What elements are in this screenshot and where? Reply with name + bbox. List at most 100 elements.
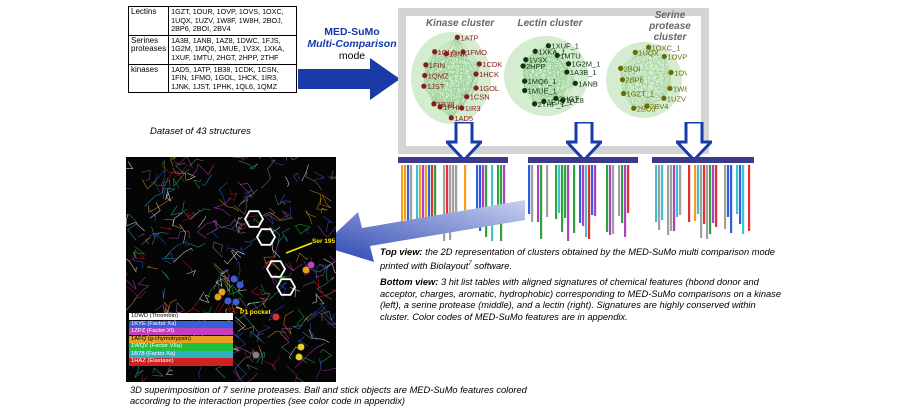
ser195-pointer bbox=[285, 242, 313, 254]
protein-backbone-wire bbox=[164, 219, 182, 229]
protein-backbone-wire bbox=[188, 242, 206, 248]
protein-backbone-wire bbox=[268, 226, 280, 245]
hit-table-column bbox=[561, 165, 564, 232]
protein-backbone-wire bbox=[142, 179, 157, 190]
cluster-edge bbox=[648, 47, 665, 57]
protein-backbone-wire bbox=[198, 364, 202, 378]
cluster-node bbox=[423, 62, 429, 68]
protein-backbone-wire bbox=[151, 226, 156, 245]
protein-backbone-wire bbox=[203, 306, 212, 314]
codes-cell: 1GZT, 1OUR, 1OVP, 1OVS, 1OXC, 1UQX, 1UZV… bbox=[168, 6, 297, 36]
hit-table-column bbox=[730, 165, 733, 233]
protein-backbone-wire bbox=[263, 246, 275, 266]
cluster-node-label: 1IR3 bbox=[465, 104, 481, 113]
protein-backbone-wire bbox=[168, 230, 190, 239]
cluster-edge bbox=[522, 65, 576, 84]
ligand-ring bbox=[265, 260, 287, 278]
protein-backbone-wire bbox=[257, 345, 263, 358]
cluster-edge bbox=[433, 51, 464, 104]
hit-table-column bbox=[612, 165, 615, 234]
hit-table-column bbox=[452, 165, 455, 223]
protein-backbone-wire bbox=[147, 196, 174, 213]
cluster-node-label: 2BP6 bbox=[625, 76, 643, 85]
hit-table-column bbox=[473, 165, 476, 234]
hit-table-column bbox=[491, 165, 494, 241]
protein-backbone-wire bbox=[284, 376, 306, 405]
cluster-edge bbox=[424, 51, 464, 76]
cluster-edge bbox=[434, 51, 441, 107]
protein-backbone-wire bbox=[161, 160, 166, 173]
hit-table-column bbox=[724, 165, 727, 229]
protein-backbone-wire bbox=[263, 214, 274, 225]
protein-backbone-wire bbox=[261, 159, 276, 189]
lectin-cluster-title: Lectin cluster bbox=[517, 18, 583, 29]
cluster-node-label: 1GZT_1 bbox=[627, 89, 655, 98]
cluster-node bbox=[460, 49, 466, 55]
hit-table-column bbox=[467, 165, 470, 218]
feature-ball bbox=[302, 266, 310, 274]
cluster-edge bbox=[620, 68, 634, 109]
cluster-node-label: 1B38 bbox=[437, 100, 455, 109]
view3d-caption: 3D superimposition of 7 serine proteases… bbox=[130, 385, 527, 406]
cluster-node-label: 1G2M_1 bbox=[572, 60, 601, 69]
hit-table-column bbox=[407, 165, 410, 233]
protein-backbone-wire bbox=[215, 365, 226, 379]
protein-backbone-wire bbox=[226, 247, 239, 251]
protein-backbone-wire bbox=[241, 149, 251, 162]
cluster-edge bbox=[433, 103, 452, 119]
cluster-edge bbox=[451, 37, 458, 118]
hit-table-column bbox=[470, 165, 473, 228]
protein-backbone-wire bbox=[292, 316, 308, 329]
cluster-edge bbox=[451, 73, 477, 118]
cluster-node-label: 2BV4 bbox=[650, 102, 668, 111]
protein-backbone-wire bbox=[331, 282, 348, 291]
hit-table-column bbox=[609, 165, 612, 235]
protein-backbone-wire bbox=[271, 241, 281, 258]
cluster-edge bbox=[535, 51, 558, 56]
protein-backbone-wire bbox=[316, 276, 335, 294]
hit-table-column bbox=[419, 165, 422, 229]
hit-table-column bbox=[503, 165, 506, 217]
protein-backbone-wire bbox=[256, 324, 271, 344]
cluster-edge bbox=[462, 51, 477, 89]
hit-table-column bbox=[549, 165, 552, 239]
protein-backbone-wire bbox=[316, 197, 328, 214]
legend-entry: 1HAZ (Elastase) bbox=[129, 358, 233, 366]
hit-table-column bbox=[449, 165, 452, 240]
protein-backbone-wire bbox=[179, 224, 186, 243]
top-view-paragraph: Top view: the 2D representation of clust… bbox=[380, 247, 775, 271]
cluster-node bbox=[646, 44, 652, 50]
cluster-edge bbox=[446, 53, 480, 65]
hit-table-column bbox=[679, 165, 682, 215]
cluster-edge bbox=[646, 98, 664, 107]
cluster-edge bbox=[525, 55, 558, 60]
protein-backbone-wire bbox=[173, 248, 193, 263]
cluster-edge bbox=[446, 51, 464, 54]
protein-backbone-wire bbox=[149, 202, 161, 219]
protein-backbone-wire bbox=[228, 291, 243, 298]
lectin-hit-list-table bbox=[652, 157, 754, 242]
hit-table-column bbox=[534, 165, 537, 227]
protein-backbone-wire bbox=[271, 226, 281, 233]
protein-backbone-wire bbox=[235, 320, 255, 332]
protein-backbone-wire bbox=[207, 278, 235, 300]
hit-table-column bbox=[682, 165, 685, 227]
hit-table-column bbox=[425, 165, 428, 218]
legend-entry: 1KYE (Factor Xa) bbox=[129, 320, 233, 328]
protein-backbone-wire bbox=[124, 272, 137, 290]
protein-backbone-wire bbox=[244, 349, 254, 363]
cluster-edge bbox=[633, 52, 636, 109]
cluster-edge bbox=[425, 37, 458, 66]
protein-backbone-wire bbox=[147, 206, 157, 222]
protein-backbone-wire bbox=[206, 220, 218, 235]
feature-ball bbox=[297, 343, 305, 351]
cluster-node bbox=[532, 101, 538, 107]
cluster-edge bbox=[646, 47, 649, 107]
protein-backbone-wire bbox=[303, 312, 313, 321]
cluster-node-label: 1UZV bbox=[667, 94, 686, 103]
feature-ball bbox=[232, 298, 240, 306]
cluster-node bbox=[421, 83, 427, 89]
protein-backbone-wire bbox=[321, 310, 332, 322]
protein-backbone-wire bbox=[175, 164, 188, 177]
hit-table-column bbox=[700, 165, 703, 238]
